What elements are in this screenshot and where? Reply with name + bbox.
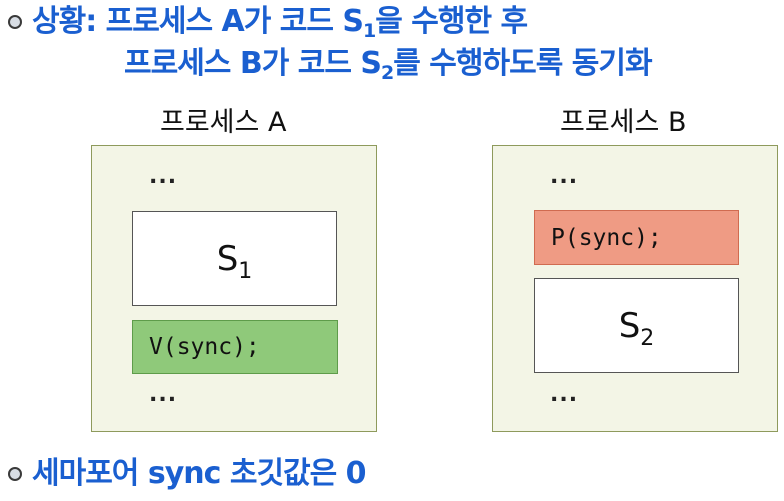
heading-text-2: 프로세스 B가 코드 S2를 수행하도록 동기화 [124, 46, 653, 84]
process-a-panel: ... S1 V(sync); ... [91, 145, 377, 432]
bullet-icon [8, 15, 22, 29]
s1-label: S1 [216, 238, 253, 284]
heading-line-1: 상황: 프로세스 A가 코드 S1을 수행한 후 [8, 4, 528, 42]
heading-text-1: 상황: 프로세스 A가 코드 S1을 수행한 후 [32, 4, 528, 42]
s2-label: S2 [618, 305, 655, 351]
process-b-label: 프로세스 B [560, 107, 687, 138]
process-b-code-s2: S2 [534, 278, 739, 373]
footer-line: 세마포어 sync 초깃값은 0 [8, 456, 367, 492]
process-a-dots-bottom: ... [149, 382, 178, 407]
footer-text: 세마포어 sync 초깃값은 0 [32, 456, 367, 491]
bullet-icon [8, 467, 22, 481]
process-a-dots-top: ... [149, 164, 178, 189]
process-b-dots-bottom: ... [550, 382, 579, 407]
process-b-dots-top: ... [550, 164, 579, 189]
heading-line-2: 프로세스 B가 코드 S2를 수행하도록 동기화 [124, 46, 653, 84]
process-a-label: 프로세스 A [160, 107, 287, 138]
v-sync-op: V(sync); [132, 320, 338, 374]
p-sync-op: P(sync); [534, 210, 739, 265]
process-b-panel: ... P(sync); S2 ... [492, 145, 778, 432]
process-a-code-s1: S1 [132, 211, 337, 306]
